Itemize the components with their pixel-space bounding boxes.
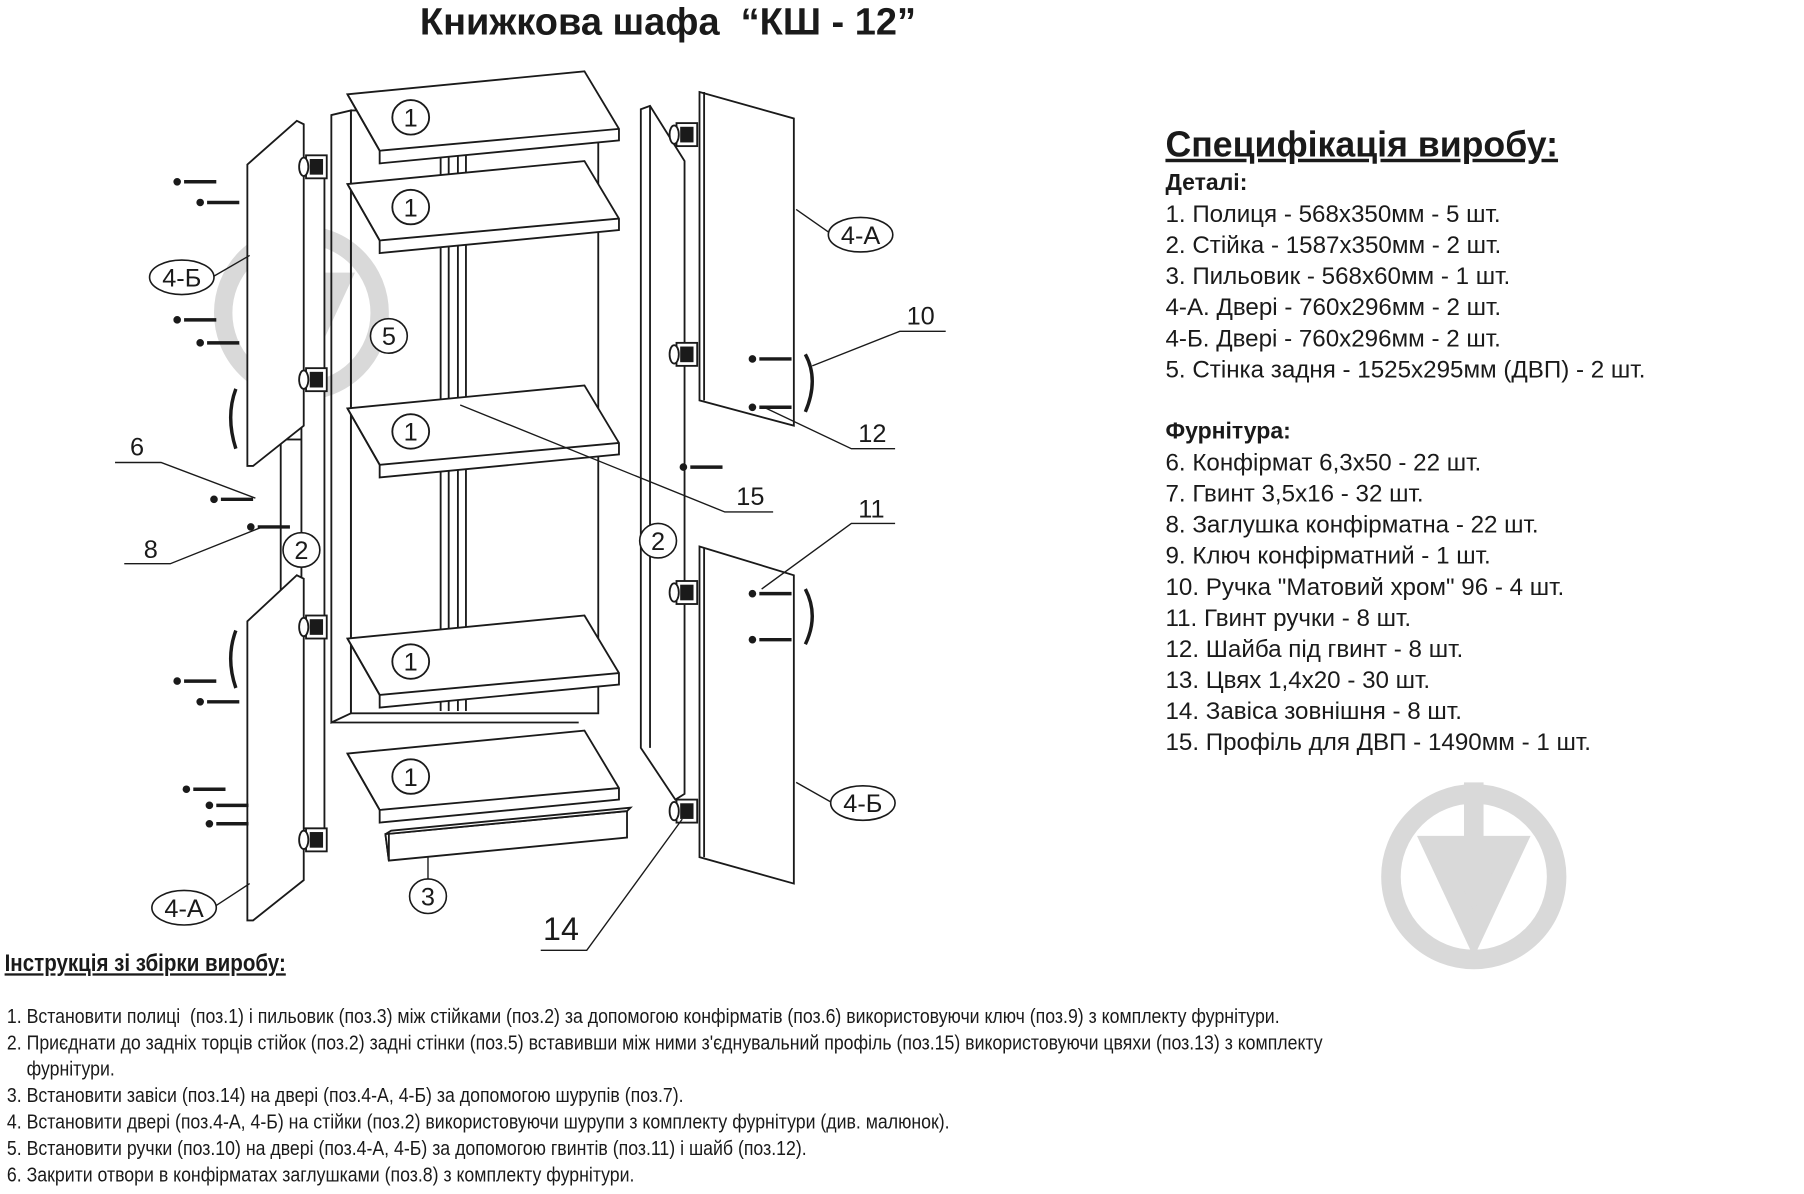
label-confirmat: 6 xyxy=(130,434,144,462)
door-4a-upper-right xyxy=(698,90,795,427)
instruction-step: 4. Встановити двері (поз.4-А, 4-Б) на ст… xyxy=(6,1110,950,1134)
callout xyxy=(391,758,431,795)
door-4b-lower-right xyxy=(698,545,795,885)
label-door-a: 4-А xyxy=(841,222,880,250)
hardware-item: 12. Шайба під гвинт - 8 шт. xyxy=(1165,636,1464,663)
screw-icon xyxy=(748,635,792,644)
screw-icon xyxy=(196,339,240,347)
shelf: 1 xyxy=(345,384,620,479)
label-back-panel: 5 xyxy=(382,323,396,351)
specification: Специфікація виробу: Деталі: 1. Полиця -… xyxy=(1165,124,1645,758)
hinge-icon xyxy=(298,367,328,393)
handle-icon xyxy=(228,353,814,689)
instruction-step: фурнітури. xyxy=(6,1057,115,1081)
detail-item: 1. Полиця - 568х350мм - 5 шт. xyxy=(1165,201,1501,228)
screw-icon xyxy=(173,177,217,186)
label-shelf: 1 xyxy=(404,764,418,792)
label-shelf: 1 xyxy=(404,105,418,133)
label-door-b: 4-Б xyxy=(843,790,882,818)
shelf: 1 xyxy=(345,70,620,165)
callout xyxy=(391,188,431,226)
hinge-icon xyxy=(668,341,699,367)
hardware-item: 6. Конфірмат 6,3х50 - 22 шт. xyxy=(1165,449,1482,477)
label-handle-screw: 11 xyxy=(858,496,884,524)
hardware-item: 9. Ключ конфірматний - 1 шт. xyxy=(1165,543,1491,570)
hardware-item: 13. Цвях 1,4х20 - 30 шт. xyxy=(1165,667,1431,694)
right-post xyxy=(639,104,686,801)
instructions-list: 1. Встановити полиці (поз.1) і пильовик … xyxy=(7,1003,1804,1188)
instruction-step: 3. Встановити завіси (поз.14) на двері (… xyxy=(6,1083,684,1107)
shelf: 1 xyxy=(345,160,620,255)
screw-icon xyxy=(205,819,249,828)
instructions-title: Інструкція зі збірки виробу: xyxy=(4,950,286,977)
label-shelf: 1 xyxy=(404,419,418,447)
instruction-step: 5. Встановити ручки (поз.10) на двері (п… xyxy=(6,1136,807,1160)
screw-icon xyxy=(679,463,723,471)
screw-icon xyxy=(196,198,240,207)
label-plinth: 3 xyxy=(421,883,435,911)
hardware-item: 11. Гвинт ручки - 8 шт. xyxy=(1165,605,1412,632)
spec-title: Специфікація виробу: xyxy=(1165,124,1559,165)
plinth xyxy=(384,806,633,862)
detail-item: 5. Стінка задня - 1525х295мм (ДВП) - 2 ш… xyxy=(1165,356,1646,384)
callout xyxy=(391,413,431,450)
details-header: Деталі: xyxy=(1165,170,1248,196)
hardware-header: Фурнітура: xyxy=(1165,418,1291,445)
leader-lines xyxy=(115,208,946,952)
door-4a-lower-left xyxy=(246,574,305,922)
callout xyxy=(391,643,431,680)
screw-icon xyxy=(196,698,240,706)
screw-icon xyxy=(182,785,226,794)
watermark-logo-icon xyxy=(1381,782,1567,970)
callout xyxy=(391,99,431,136)
hardware-item: 10. Ручка "Матовий хром" 96 - 4 шт. xyxy=(1165,574,1565,601)
callouts xyxy=(148,216,896,926)
detail-item: 4-Б. Двері - 760х296мм - 2 шт. xyxy=(1165,325,1501,353)
instruction-step: 1. Встановити полиці (поз.1) і пильовик … xyxy=(6,1004,1280,1028)
hinge-icon xyxy=(668,580,699,605)
detail-item: 2. Стійка - 1587х350мм - 2 шт. xyxy=(1165,232,1502,259)
hardware-item: 7. Гвинт 3,5х16 - 32 шт. xyxy=(1165,480,1424,508)
screw-icon xyxy=(205,801,249,810)
instruction-step: 2. Приєднати до задніх торців стійок (по… xyxy=(6,1030,1323,1054)
screws xyxy=(173,177,792,828)
hardware-item: 8. Заглушка конфірматна - 22 шт. xyxy=(1165,511,1539,539)
screw-icon xyxy=(173,677,217,685)
page-title: Книжкова шафа “КШ - 12” xyxy=(419,0,916,43)
shelf: 1 xyxy=(345,614,620,709)
drawing-labels: 2 2 5 3 4-Б 4-А 4-А 4-Б 6 8 10 12 11 15 … xyxy=(130,222,935,947)
label-shelf: 1 xyxy=(404,649,418,677)
label-post: 2 xyxy=(651,528,665,556)
label-handle: 10 xyxy=(907,302,935,330)
hinge-icon xyxy=(298,614,328,640)
shelves: 1 1 1 1 1 xyxy=(345,70,620,824)
hardware-item: 14. Завіса зовнішня - 8 шт. xyxy=(1165,698,1462,725)
door-4b-upper-left xyxy=(246,119,305,467)
hinge-icon xyxy=(298,827,328,853)
detail-item: 3. Пильовик - 568х60мм - 1 шт. xyxy=(1165,263,1511,290)
shelf: 1 xyxy=(345,729,620,824)
hinge-icon xyxy=(668,122,699,148)
screw-icon xyxy=(173,316,217,324)
label-profile: 15 xyxy=(736,483,764,511)
screw-icon xyxy=(210,495,254,504)
label-hinge: 14 xyxy=(543,911,579,947)
label-post: 2 xyxy=(294,537,308,565)
label-washer: 12 xyxy=(858,420,886,448)
screw-icon xyxy=(748,589,792,598)
screw-icon xyxy=(748,355,792,363)
screw-icon xyxy=(247,523,290,531)
label-shelf: 1 xyxy=(404,194,418,222)
label-door-b: 4-Б xyxy=(162,264,201,292)
instruction-step: 6. Закрити отвори в конфірматах заглушка… xyxy=(6,1163,635,1187)
hinge-icon xyxy=(298,154,328,180)
detail-item: 4-А. Двері - 760х296мм - 2 шт. xyxy=(1165,294,1502,321)
label-door-a: 4-А xyxy=(164,895,203,923)
hardware-item: 15. Профіль для ДВП - 1490мм - 1 шт. xyxy=(1165,729,1592,756)
hinge-icon xyxy=(668,798,699,824)
hinges xyxy=(298,122,699,853)
label-plug: 8 xyxy=(144,536,158,564)
